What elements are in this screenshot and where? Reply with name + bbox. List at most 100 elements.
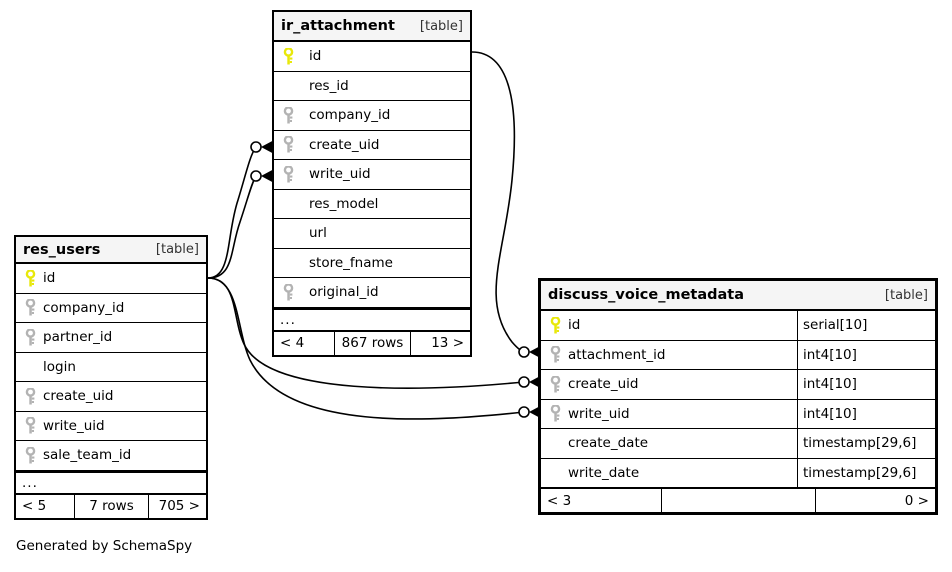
key-icon-foreign	[280, 165, 297, 183]
table-footer-discuss_voice_metadata: < 3 0 >	[541, 488, 935, 512]
table-discuss_voice_metadata[interactable]: discuss_voice_metadata [table] id serial[10…	[538, 278, 938, 515]
more-columns-ellipsis: ...	[274, 307, 470, 331]
column-label: res_model	[309, 195, 379, 212]
key-icon-foreign	[280, 106, 297, 124]
column-name-cell: company_id	[274, 101, 470, 130]
key-icon-primary	[547, 316, 564, 334]
column-name-cell: id	[16, 264, 206, 293]
column-name-cell: write_uid	[16, 412, 206, 441]
column-label: id	[568, 317, 581, 334]
column-row-write_uid[interactable]: write_uid	[16, 412, 206, 441]
column-row-id[interactable]: id serial[10]	[541, 311, 935, 341]
column-label: store_fname	[309, 254, 393, 271]
column-name-cell: original_id	[274, 278, 470, 307]
column-name-cell: id	[274, 42, 470, 71]
column-row-attachment_id[interactable]: attachment_id int4[10]	[541, 340, 935, 370]
key-icon-foreign	[547, 346, 564, 363]
column-row-sale_team_id[interactable]: sale_team_id	[16, 441, 206, 471]
column-row-partner_id[interactable]: partner_id	[16, 323, 206, 353]
column-label: write_uid	[43, 417, 105, 434]
column-label: write_uid	[309, 166, 371, 183]
footer-row-count[interactable]: 867 rows	[334, 331, 410, 355]
table-title: discuss_voice_metadata	[548, 287, 745, 303]
column-label: id	[43, 270, 56, 287]
column-name-cell: partner_id	[16, 323, 206, 352]
column-row-url[interactable]: url	[274, 219, 470, 249]
column-name-cell: res_model	[274, 190, 470, 219]
column-name-cell: create_uid	[541, 370, 797, 399]
column-row-company_id[interactable]: company_id	[16, 294, 206, 323]
column-row-company_id[interactable]: company_id	[274, 101, 470, 131]
column-type-cell: timestamp[29,6]	[797, 458, 935, 487]
table-type-tag: [table]	[419, 18, 463, 34]
table-type-tag: [table]	[884, 287, 928, 303]
key-icon-primary	[22, 269, 39, 287]
more-columns-ellipsis: ...	[16, 470, 206, 494]
column-label: create_uid	[309, 136, 380, 153]
column-label: res_id	[309, 77, 349, 94]
table-type-tag: [table]	[155, 242, 199, 257]
key-icon-foreign	[22, 299, 39, 316]
column-name-cell: write_uid	[541, 400, 797, 429]
column-type-cell: serial[10]	[797, 311, 935, 340]
column-row-res_id[interactable]: res_id	[274, 72, 470, 101]
column-name-cell: res_id	[274, 72, 470, 101]
column-label: url	[309, 225, 327, 242]
column-row-write_date[interactable]: write_date timestamp[29,6]	[541, 458, 935, 488]
column-name-cell: write_date	[541, 459, 797, 488]
footer-prev-relations[interactable]: < 5	[22, 498, 47, 514]
footer-next-relations[interactable]: 0 >	[815, 489, 935, 512]
table-header-ir_attachment: ir_attachment [table]	[274, 12, 470, 42]
footer-next-relations[interactable]: 13 >	[410, 331, 470, 355]
footer-row-count[interactable]: 7 rows	[74, 494, 148, 518]
column-name-cell: company_id	[16, 294, 206, 323]
table-title: res_users	[23, 241, 101, 258]
footer-row-count[interactable]	[661, 489, 815, 512]
column-row-id[interactable]: id	[274, 42, 470, 72]
column-row-res_model[interactable]: res_model	[274, 190, 470, 219]
column-label: write_date	[568, 464, 640, 481]
column-row-create_uid[interactable]: create_uid int4[10]	[541, 370, 935, 400]
column-label: company_id	[309, 107, 391, 124]
relationship-res_users-id-to-ir_attachment-write_uid	[207, 175, 257, 279]
relationship-ir_attachment-id-to-discuss_voice_metadata-attachment_id	[471, 51, 525, 353]
column-name-cell: url	[274, 219, 470, 248]
column-name-cell: store_fname	[274, 249, 470, 278]
column-label: original_id	[309, 284, 379, 301]
relationship-res_users-id-to-ir_attachment-create_uid	[207, 146, 257, 279]
column-name-cell: create_date	[541, 429, 797, 458]
column-name-cell: sale_team_id	[16, 441, 206, 470]
column-type-cell: int4[10]	[797, 399, 935, 428]
column-name-cell: login	[16, 353, 206, 382]
key-icon-foreign	[547, 375, 564, 393]
footer-prev-relations[interactable]: < 4	[280, 335, 305, 351]
column-label: attachment_id	[568, 346, 666, 363]
column-label: company_id	[43, 299, 125, 316]
column-row-create_uid[interactable]: create_uid	[274, 131, 470, 160]
key-icon-foreign	[22, 417, 39, 434]
column-row-store_fname[interactable]: store_fname	[274, 249, 470, 278]
column-label: create_date	[568, 435, 649, 452]
key-icon-foreign	[547, 405, 564, 422]
column-row-id[interactable]: id	[16, 264, 206, 294]
column-label: create_uid	[43, 388, 114, 405]
footer-prev-relations[interactable]: < 3	[547, 492, 572, 509]
key-icon-foreign	[22, 387, 39, 405]
column-row-login[interactable]: login	[16, 353, 206, 382]
column-type-cell: int4[10]	[797, 370, 935, 399]
footer-next-relations[interactable]: 705 >	[148, 494, 206, 518]
column-row-original_id[interactable]: original_id	[274, 278, 470, 308]
key-icon-foreign	[280, 136, 297, 153]
key-icon-primary	[280, 47, 297, 65]
column-row-write_uid[interactable]: write_uid	[274, 160, 470, 190]
column-label: create_uid	[568, 376, 639, 393]
column-type-cell: int4[10]	[797, 340, 935, 369]
column-row-create_uid[interactable]: create_uid	[16, 382, 206, 412]
column-name-cell: attachment_id	[541, 341, 797, 370]
table-title: ir_attachment	[281, 18, 395, 34]
column-name-cell: create_uid	[16, 382, 206, 411]
